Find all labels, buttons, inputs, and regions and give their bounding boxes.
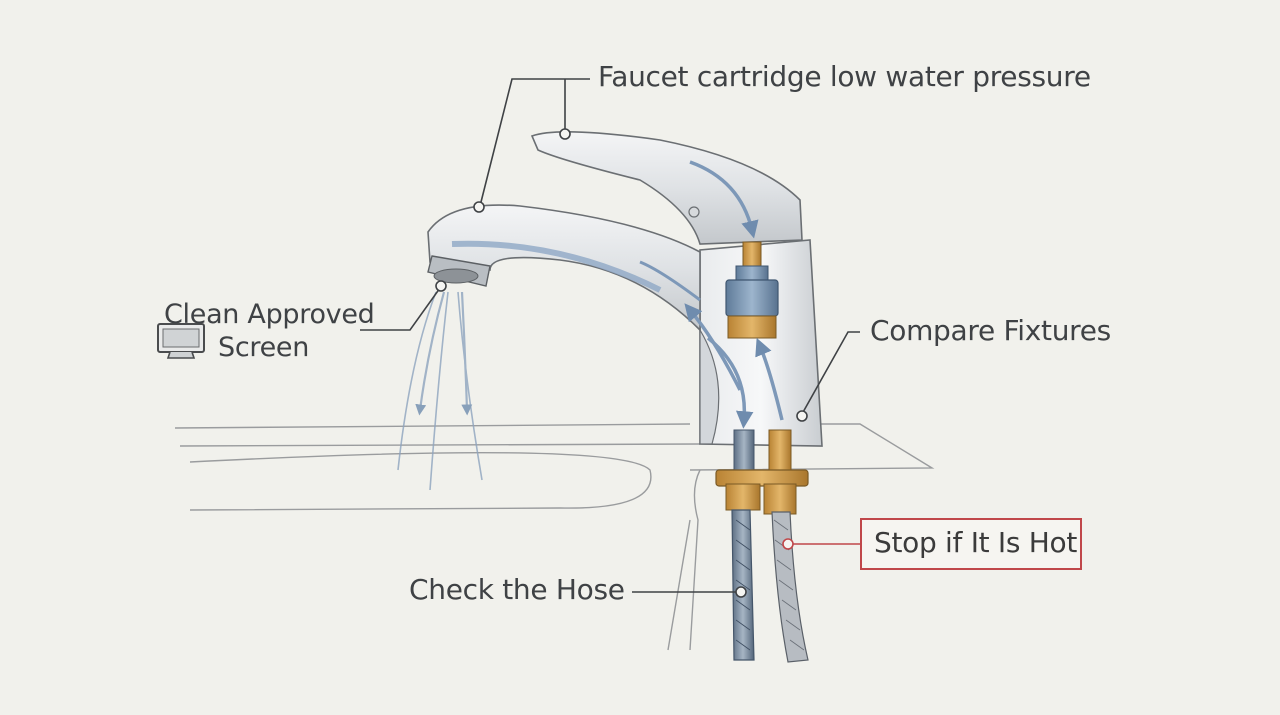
label-check-hose: Check the Hose <box>409 573 625 606</box>
label-clean-screen: Clean Approved Screen <box>164 298 375 364</box>
warning-box <box>860 518 1082 570</box>
supply-hoses <box>715 429 809 663</box>
water-stream <box>397 291 483 491</box>
sink-basin <box>174 423 935 651</box>
callout-leaders <box>360 78 860 593</box>
flow-arrows <box>639 260 784 429</box>
label-clean-screen-line2: Screen <box>218 332 310 363</box>
label-stop-if-hot: Stop if It Is Hot <box>874 526 1078 559</box>
label-clean-screen-line1: Clean Approved <box>164 299 375 330</box>
label-compare-fixtures: Compare Fixtures <box>870 314 1111 347</box>
callout-dots <box>435 128 808 598</box>
label-faucet-cartridge: Faucet cartridge low water pressure <box>598 60 1091 93</box>
monitor-screen-icon <box>157 323 205 359</box>
faucet-cartridge <box>725 241 779 339</box>
